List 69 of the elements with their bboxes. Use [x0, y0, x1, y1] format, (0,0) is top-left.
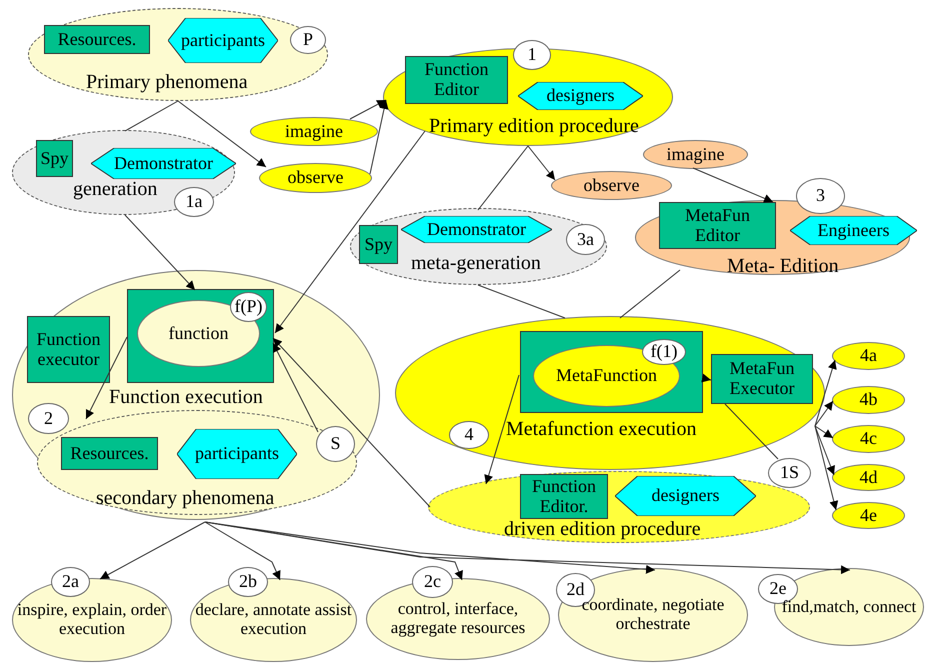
number-circle: 2a	[51, 567, 90, 597]
connector-line	[724, 404, 778, 460]
region-caption: secondary phenomena	[96, 488, 274, 508]
number-circle: f(P)	[230, 292, 267, 322]
activity-ellipse: 4e	[832, 502, 905, 529]
region-caption: Meta- Edition	[727, 256, 839, 276]
component-box: Function Editor.	[520, 474, 608, 519]
number-circle: 1	[513, 40, 551, 70]
arrow	[528, 146, 556, 180]
connector-line	[620, 270, 680, 318]
region-caption: Function execution	[109, 387, 263, 407]
activity-ellipse: 4c	[832, 425, 905, 453]
region-caption: Primary edition procedure	[429, 116, 639, 136]
arrow	[272, 338, 430, 508]
arrow	[692, 168, 774, 203]
arrow	[814, 426, 835, 476]
connector-line	[478, 284, 566, 318]
role-hexagon: Demonstrator	[401, 216, 552, 243]
component-box: Resources.	[44, 25, 150, 54]
role-hexagon: designers	[518, 82, 643, 110]
number-circle: 1S	[768, 458, 811, 488]
frame-box	[127, 289, 274, 383]
number-circle: 2	[28, 403, 69, 434]
arrow	[178, 100, 266, 168]
arrow	[350, 100, 386, 120]
arrow	[814, 360, 837, 426]
number-circle: 2c	[412, 566, 453, 598]
component-box: Resources.	[61, 437, 158, 470]
activity-ellipse: imagine	[643, 140, 748, 169]
frame-box	[520, 331, 703, 413]
number-circle: f(1)	[642, 339, 686, 365]
arrow	[370, 100, 388, 174]
arrow	[701, 374, 712, 382]
component-box: Spy	[359, 225, 398, 264]
arrow	[86, 336, 128, 420]
arrow	[274, 130, 426, 334]
role-hexagon: participants	[168, 18, 278, 63]
arrow	[272, 342, 318, 432]
region-caption: Metafunction execution	[506, 419, 696, 439]
region-caption: Primary phenomena	[86, 72, 248, 92]
role-hexagon: Demonstrator	[91, 148, 236, 179]
activity-ellipse: 4a	[832, 342, 905, 370]
arrow	[124, 214, 196, 290]
component-box: Spy	[36, 140, 73, 177]
arrow	[100, 522, 206, 580]
arrow	[484, 374, 520, 484]
activity-ellipse: 4b	[832, 386, 905, 414]
activity-ellipse: observe	[551, 171, 672, 200]
number-circle: 2b	[228, 567, 268, 597]
component-box: MetaFun Editor	[659, 202, 776, 249]
arrow	[204, 522, 850, 574]
arrow	[204, 522, 656, 574]
number-circle: 3	[796, 178, 845, 214]
activity-ellipse: imagine	[250, 117, 378, 146]
connector-line	[478, 146, 528, 210]
component-box: Function Editor	[405, 56, 508, 104]
role-hexagon: designers	[615, 476, 756, 516]
arrow	[814, 400, 834, 426]
arrow	[814, 426, 834, 438]
region-caption: generation	[73, 179, 158, 199]
activity-ellipse: observe	[259, 163, 372, 193]
arrow	[204, 522, 280, 580]
arrow	[814, 426, 838, 510]
activity-ellipse: 4d	[832, 464, 905, 491]
region-caption: meta-generation	[411, 253, 541, 273]
role-hexagon: participants	[177, 429, 297, 479]
region-caption: driven edition procedure	[504, 519, 701, 539]
connector-line	[124, 100, 178, 132]
number-circle: 4	[449, 421, 489, 449]
